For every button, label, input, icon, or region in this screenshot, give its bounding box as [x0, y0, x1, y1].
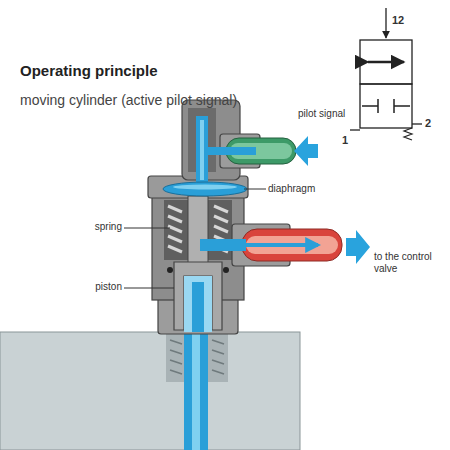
port-number: 1: [342, 134, 362, 147]
diaphragm-shape: [163, 182, 247, 196]
o-ring: [167, 267, 173, 273]
thread-line: [212, 370, 224, 374]
thread-line: [212, 340, 224, 344]
part-label: piston: [80, 281, 122, 293]
symbol-square: [360, 40, 412, 84]
leader-line: [244, 189, 266, 190]
port-number: 12: [392, 14, 422, 27]
blocked-ports: [362, 99, 410, 113]
outlet-arrow: [346, 230, 370, 264]
port-number: 2: [425, 117, 445, 130]
thread-line: [170, 370, 182, 374]
flow-arrow: [206, 243, 318, 247]
piston-flow: [192, 282, 204, 332]
leader-line: [124, 228, 170, 229]
pilot-arrow: [294, 136, 318, 166]
thread-line: [212, 350, 224, 354]
spring-coil: [168, 206, 182, 252]
thread-line: [170, 360, 182, 364]
part-label: diaphragm: [268, 183, 338, 195]
thread-line: [170, 350, 182, 354]
symbol-double-arrow: [368, 61, 404, 64]
pilot-flow: [206, 147, 256, 155]
port-line: [350, 129, 360, 130]
base-plate: [0, 332, 300, 450]
part-label: spring: [80, 221, 122, 233]
part-label: pilot signal: [298, 108, 346, 120]
pilot-symbol-arrow: [385, 8, 386, 38]
diaphragm-highlight: [173, 185, 237, 190]
symbol-square: [360, 84, 412, 128]
spring-symbol: [404, 128, 412, 140]
diagram-title: Operating principle: [20, 62, 320, 79]
flow-label: to the control valve: [374, 251, 446, 274]
piston-stem: [188, 196, 208, 266]
diagram-subtitle: moving cylinder (active pilot signal): [20, 92, 320, 108]
port-line: [412, 123, 422, 124]
o-ring: [223, 267, 229, 273]
thread-line: [212, 360, 224, 364]
leader-line: [124, 288, 174, 289]
pilot-highlight: [200, 120, 204, 180]
thread-line: [170, 340, 182, 344]
piston-bore: [184, 276, 212, 332]
